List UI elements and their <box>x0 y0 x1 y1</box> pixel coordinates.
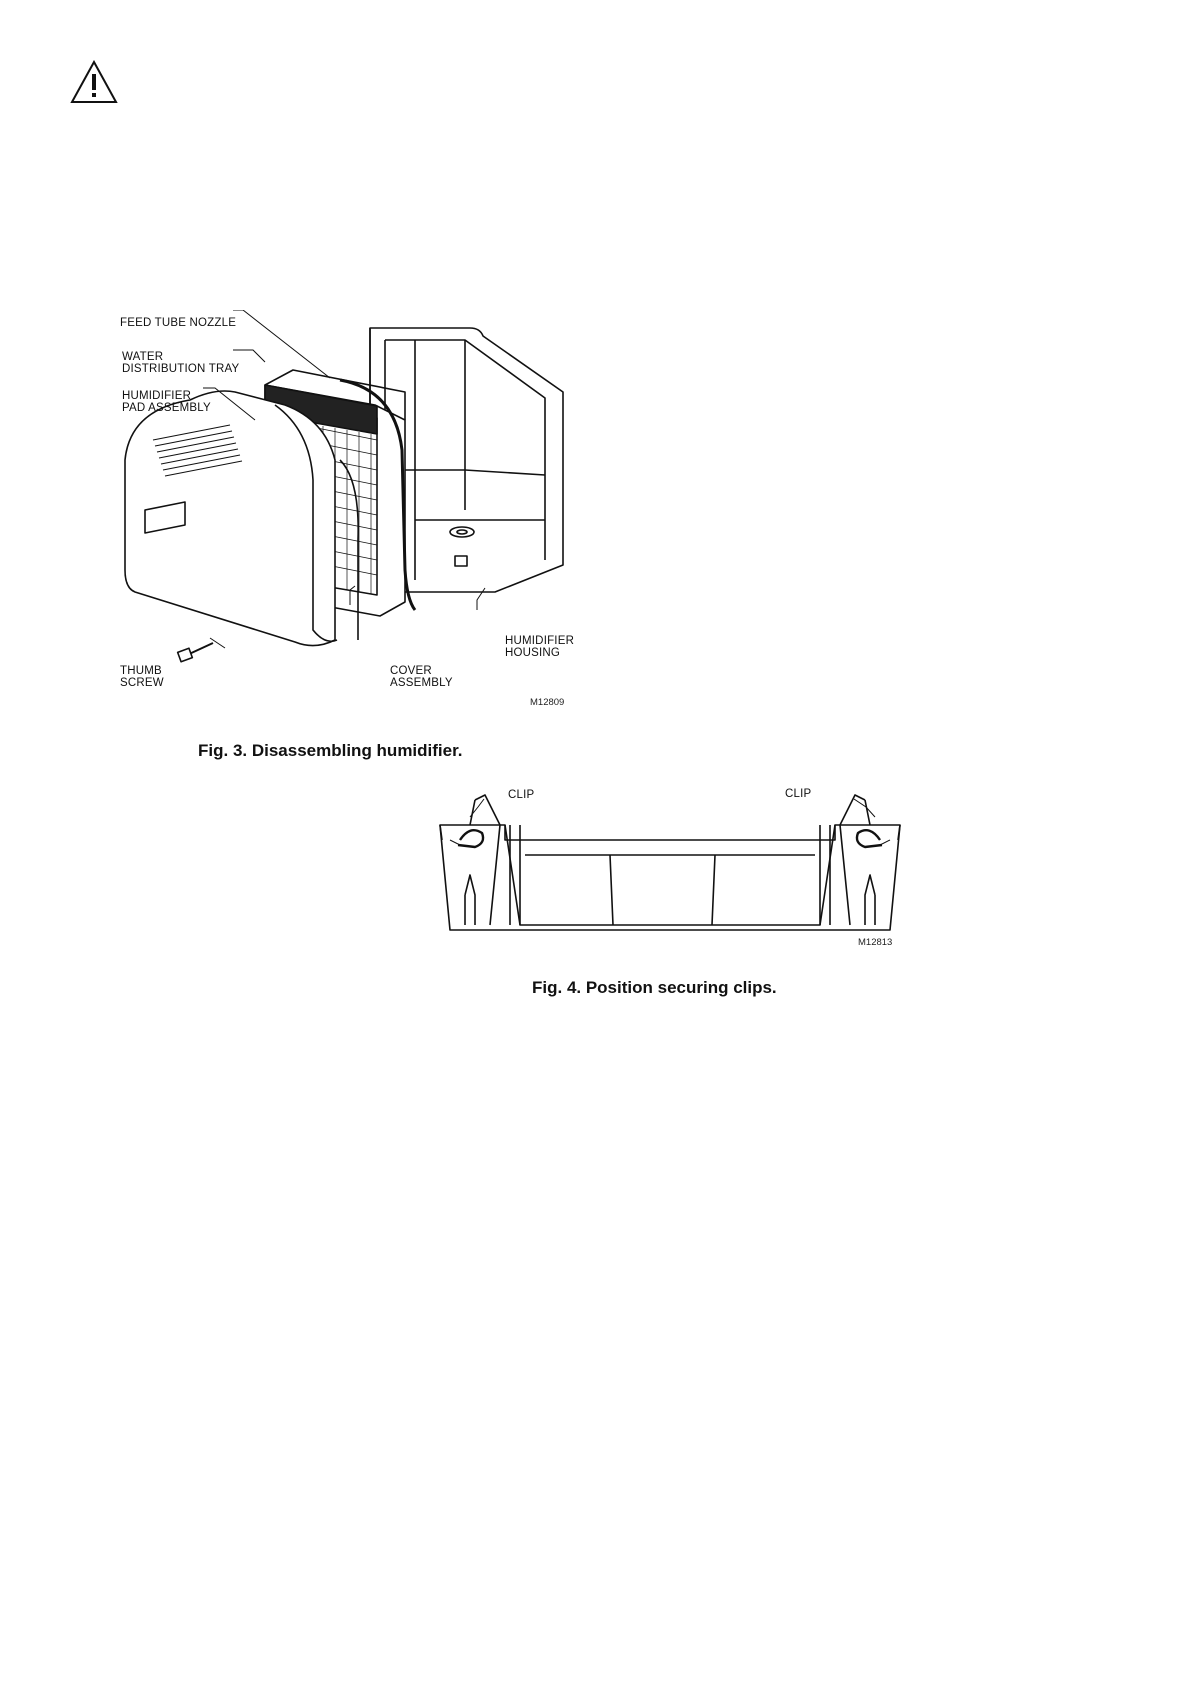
figure3-caption: Fig. 3. Disassembling humidifier. <box>198 741 463 761</box>
label-cover-assembly-line2: ASSEMBLY <box>390 677 453 690</box>
label-water-distribution-tray-line1: WATER <box>122 351 163 364</box>
label-humidifier-pad-assembly-line2: PAD ASSEMBLY <box>122 402 211 415</box>
label-humidifier-housing-line1: HUMIDIFIER <box>505 635 574 648</box>
label-humidifier-housing-line2: HOUSING <box>505 647 560 660</box>
label-thumb-screw-line1: THUMB <box>120 665 162 678</box>
warning-triangle-icon <box>70 60 118 104</box>
label-humidifier-pad-assembly-line1: HUMIDIFIER <box>122 390 191 403</box>
label-water-distribution-tray-line2: DISTRIBUTION TRAY <box>122 363 239 376</box>
figure4-caption: Fig. 4. Position securing clips. <box>532 978 777 998</box>
label-thumb-screw-line2: SCREW <box>120 677 164 690</box>
label-clip-left: CLIP <box>508 789 534 802</box>
label-clip-right: CLIP <box>785 788 811 801</box>
label-feed-tube-nozzle: FEED TUBE NOZZLE <box>120 317 236 330</box>
figure4-code: M12813 <box>858 937 892 948</box>
figure3-code: M12809 <box>530 697 564 708</box>
label-cover-assembly-line1: COVER <box>390 665 432 678</box>
securing-clips-diagram <box>430 785 910 945</box>
